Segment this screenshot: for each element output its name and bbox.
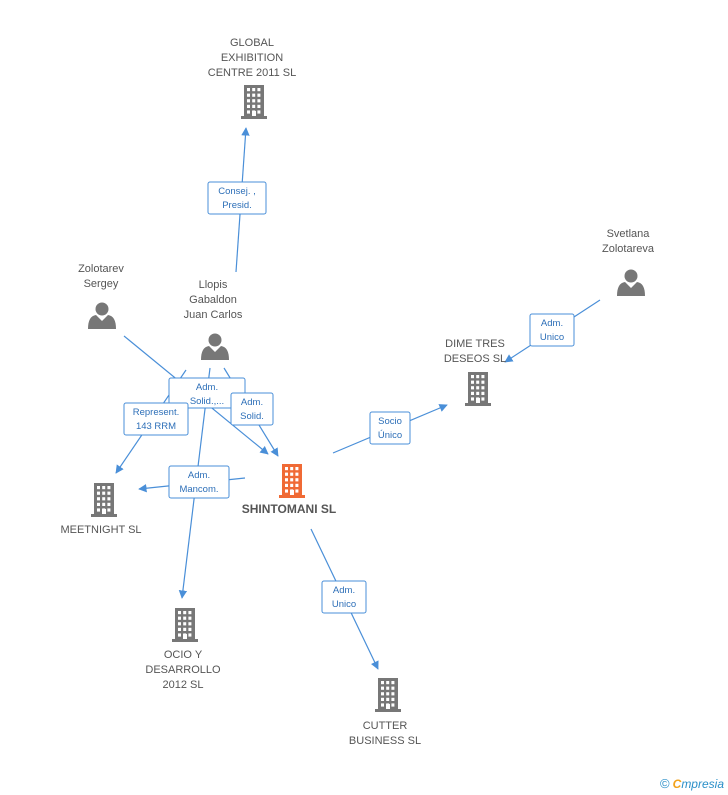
edge-label-box — [207, 181, 267, 215]
edge-label-text: Consej. , — [218, 186, 256, 197]
node-label: GLOBAL — [230, 37, 274, 49]
edge-label-llopis-to-global[interactable]: Consej. , Presid. — [207, 181, 267, 215]
footer-brand[interactable]: ©Cmpresia — [660, 776, 724, 791]
node-label: Juan Carlos — [184, 309, 243, 321]
building-icon — [241, 85, 267, 119]
edge-label-text: Solid. — [240, 411, 264, 422]
person-icon — [617, 269, 645, 296]
edge-label-box — [230, 392, 274, 426]
edge-label-shintomani-to-meetnight[interactable]: Adm. Mancom. — [168, 465, 230, 499]
edge-label-text: Adm. — [188, 470, 210, 481]
edge-labels-layer: Consej. ,Presid.Adm.UnicoSocioÚnicoAdm.S… — [123, 181, 575, 614]
edge-label-box — [321, 580, 367, 614]
edge-label-llopis-to-shintomani[interactable]: Adm. Solid. — [230, 392, 274, 426]
edge-label-text: Mancom. — [179, 484, 218, 495]
edge-label-box — [123, 402, 189, 436]
edge-label-box — [369, 411, 411, 445]
node-label: CUTTER — [363, 720, 408, 732]
node-label: BUSINESS SL — [349, 735, 421, 747]
node-global[interactable]: GLOBAL EXHIBITION CENTRE 2011 SL — [208, 37, 296, 119]
edge-label-text: 143 RRM — [136, 421, 176, 432]
edge-label-shintomani-to-cutter[interactable]: Adm. Unico — [321, 580, 367, 614]
edge-label-text: Adm. — [541, 318, 563, 329]
node-label: Svetlana — [607, 228, 651, 240]
edge-label-text: Adm. — [196, 382, 218, 393]
node-cutter[interactable]: CUTTER BUSINESS SL — [349, 678, 421, 747]
edge-label-llopis-to-meetnight[interactable]: Represent. 143 RRM — [123, 402, 189, 436]
building-icon — [172, 608, 198, 642]
edge-label-text: Solid.,... — [190, 396, 224, 407]
node-label: 2012 SL — [163, 679, 204, 691]
node-label: EXHIBITION — [221, 52, 283, 64]
edge-label-box — [168, 465, 230, 499]
building-icon — [91, 483, 117, 517]
edge-label-text: Presid. — [222, 200, 252, 211]
node-dime[interactable]: DIME TRES DESEOS SL — [444, 338, 506, 406]
person-icon — [201, 333, 229, 360]
node-meetnight[interactable]: MEETNIGHT SL — [60, 483, 142, 536]
node-label: CENTRE 2011 SL — [208, 67, 296, 79]
building-icon — [279, 464, 305, 498]
node-label: DIME TRES — [445, 338, 505, 350]
edge-label-box — [529, 313, 575, 347]
node-ocio[interactable]: OCIO Y DESARROLLO 2012 SL — [145, 608, 221, 691]
node-label: Sergey — [84, 278, 119, 290]
brand-initial: C — [672, 777, 682, 791]
edge-label-text: Unico — [540, 332, 564, 343]
node-label: MEETNIGHT SL — [60, 524, 141, 536]
node-label: DESEOS SL — [444, 353, 506, 365]
edge-label-text: Adm. — [241, 397, 263, 408]
copyright-symbol: © — [660, 776, 670, 791]
edge-label-text: Socio — [378, 416, 402, 427]
edge-label-svetlana-to-dime[interactable]: Adm. Unico — [529, 313, 575, 347]
node-label: OCIO Y — [164, 649, 203, 661]
edge-label-text: Unico — [332, 599, 356, 610]
node-label: SHINTOMANI SL — [242, 502, 336, 516]
brand-name: mpresia — [681, 777, 724, 791]
node-label: Llopis — [199, 279, 228, 291]
person-icon — [88, 302, 116, 329]
node-label: Gabaldon — [189, 294, 237, 306]
node-shintomani[interactable]: SHINTOMANI SL — [242, 464, 336, 516]
node-label: DESARROLLO — [145, 664, 221, 676]
edge-label-text: Único — [378, 430, 402, 441]
node-label: Zolotarev — [78, 263, 124, 275]
building-icon — [375, 678, 401, 712]
building-icon — [465, 372, 491, 406]
edge-label-text: Adm. — [333, 585, 355, 596]
node-label: Zolotareva — [602, 243, 655, 255]
edge-label-text: Represent. — [133, 407, 179, 418]
